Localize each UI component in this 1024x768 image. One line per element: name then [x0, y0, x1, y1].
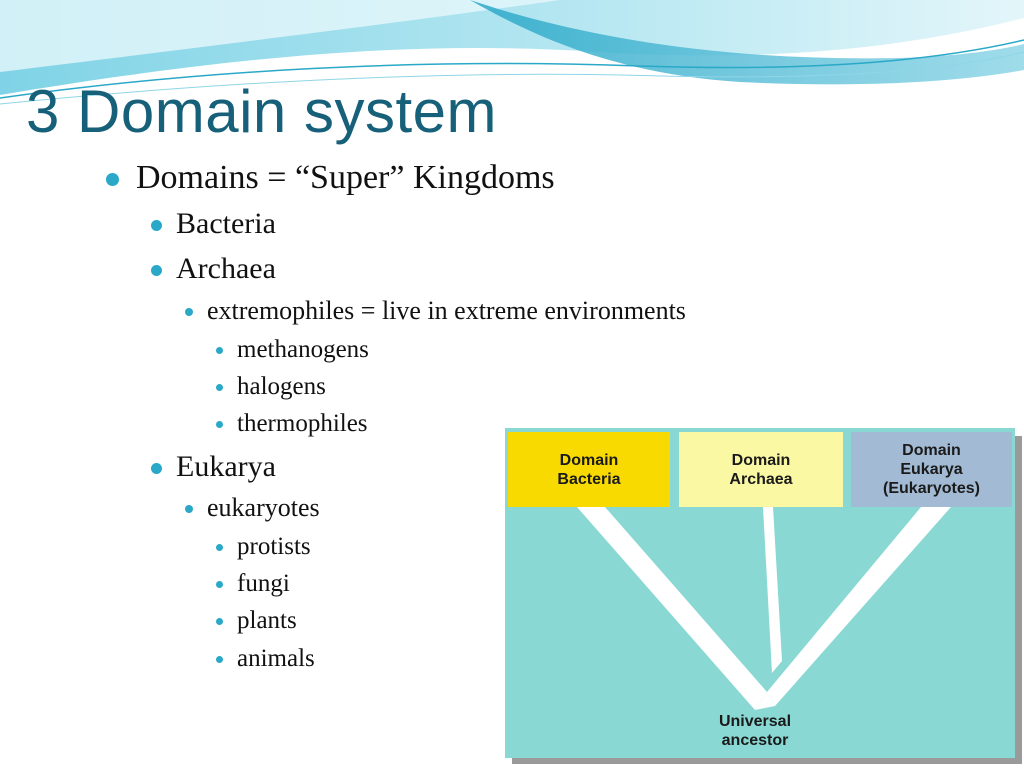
bullet-text: eukaryotes — [207, 493, 320, 522]
domain-bacteria-line1: Domain — [559, 451, 619, 469]
bullet-animals: animals — [216, 644, 315, 674]
bullet-text: Domains = “Super” Kingdoms — [136, 159, 555, 196]
phylogenetic-tree-image: Domain Bacteria Domain Archaea Domain Eu… — [505, 428, 1019, 762]
bullet-dot-icon — [216, 656, 223, 663]
bullet-bacteria: Bacteria — [151, 206, 276, 242]
bullet-halogens: halogens — [216, 372, 326, 402]
domain-eukarya-line3: (Eukaryotes) — [883, 480, 980, 497]
branch-eukarya — [767, 507, 951, 706]
domain-archaea-line1: Domain — [731, 451, 791, 469]
bullet-text: extremophiles = live in extreme environm… — [207, 296, 686, 325]
bullet-domains: Domains = “Super” Kingdoms — [106, 158, 555, 198]
slide-title: 3 Domain system — [26, 78, 497, 145]
bullet-text: animals — [237, 645, 315, 672]
bullet-dot-icon — [151, 220, 162, 231]
branch-archaea — [763, 507, 782, 673]
bullet-dot-icon — [185, 505, 193, 513]
domain-archaea-box: Domain Archaea — [679, 432, 843, 507]
domain-eukarya-box: Domain Eukarya (Eukaryotes) — [851, 432, 1012, 507]
ancestor-line2: ancestor — [721, 732, 789, 749]
bullet-dot-icon — [151, 463, 162, 474]
bullet-text: fungi — [237, 570, 290, 597]
branch-root — [755, 692, 775, 710]
bullet-text: plants — [237, 607, 297, 634]
bullet-text: Eukarya — [176, 450, 276, 483]
bullet-text: halogens — [237, 373, 326, 400]
bullet-fungi: fungi — [216, 569, 290, 599]
bullet-eukarya: Eukarya — [151, 449, 276, 485]
bullet-text: protists — [237, 533, 311, 560]
bullet-protists: protists — [216, 532, 311, 562]
domain-archaea-line2: Archaea — [729, 470, 793, 488]
domain-bacteria-box: Domain Bacteria — [508, 432, 670, 507]
bullet-dot-icon — [216, 421, 223, 428]
bullet-dot-icon — [216, 618, 223, 625]
bullet-extremophiles: extremophiles = live in extreme environm… — [185, 296, 686, 326]
bullet-text: Archaea — [176, 252, 276, 285]
bullet-archaea: Archaea — [151, 251, 276, 287]
ancestor-line1: Universal — [718, 713, 792, 730]
bullet-thermophiles: thermophiles — [216, 409, 368, 439]
bullet-plants: plants — [216, 606, 297, 636]
universal-ancestor-label: Universal ancestor — [695, 712, 815, 750]
bullet-text: Bacteria — [176, 207, 276, 240]
bullet-text: thermophiles — [237, 410, 368, 437]
bullet-text: methanogens — [237, 336, 369, 363]
bullet-dot-icon — [106, 173, 119, 186]
bullet-dot-icon — [185, 308, 193, 316]
branch-bacteria — [577, 507, 767, 710]
bullet-methanogens: methanogens — [216, 335, 369, 365]
domain-eukarya-line1: Domain — [902, 442, 961, 459]
bullet-dot-icon — [216, 544, 223, 551]
bullet-dot-icon — [216, 384, 223, 391]
domain-eukarya-line2: Eukarya — [900, 461, 963, 478]
bullet-dot-icon — [216, 581, 223, 588]
bullet-eukaryotes: eukaryotes — [185, 493, 320, 523]
wave-banner — [0, 0, 1024, 105]
tree-branches — [577, 507, 951, 710]
bullet-dot-icon — [151, 265, 162, 276]
domain-bacteria-line2: Bacteria — [557, 470, 621, 488]
bullet-dot-icon — [216, 347, 223, 354]
